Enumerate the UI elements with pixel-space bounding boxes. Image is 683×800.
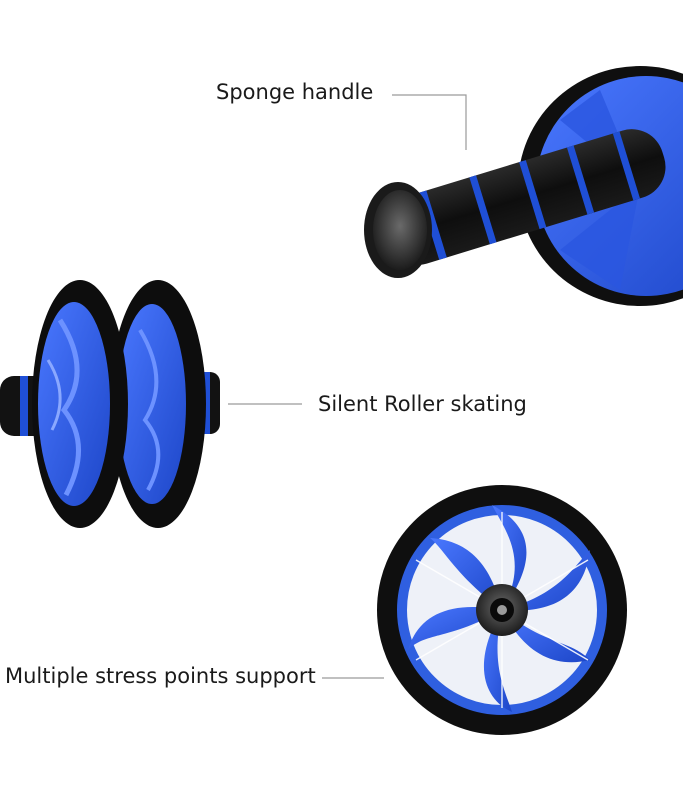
sponge-handle-photo <box>364 66 683 306</box>
stress-points-label: Multiple stress points support <box>5 664 316 688</box>
wheel-front-photo <box>322 485 627 735</box>
silent-roller-label: Silent Roller skating <box>318 392 527 416</box>
sponge-handle-label: Sponge handle <box>216 80 374 104</box>
double-wheel-photo <box>0 280 302 528</box>
